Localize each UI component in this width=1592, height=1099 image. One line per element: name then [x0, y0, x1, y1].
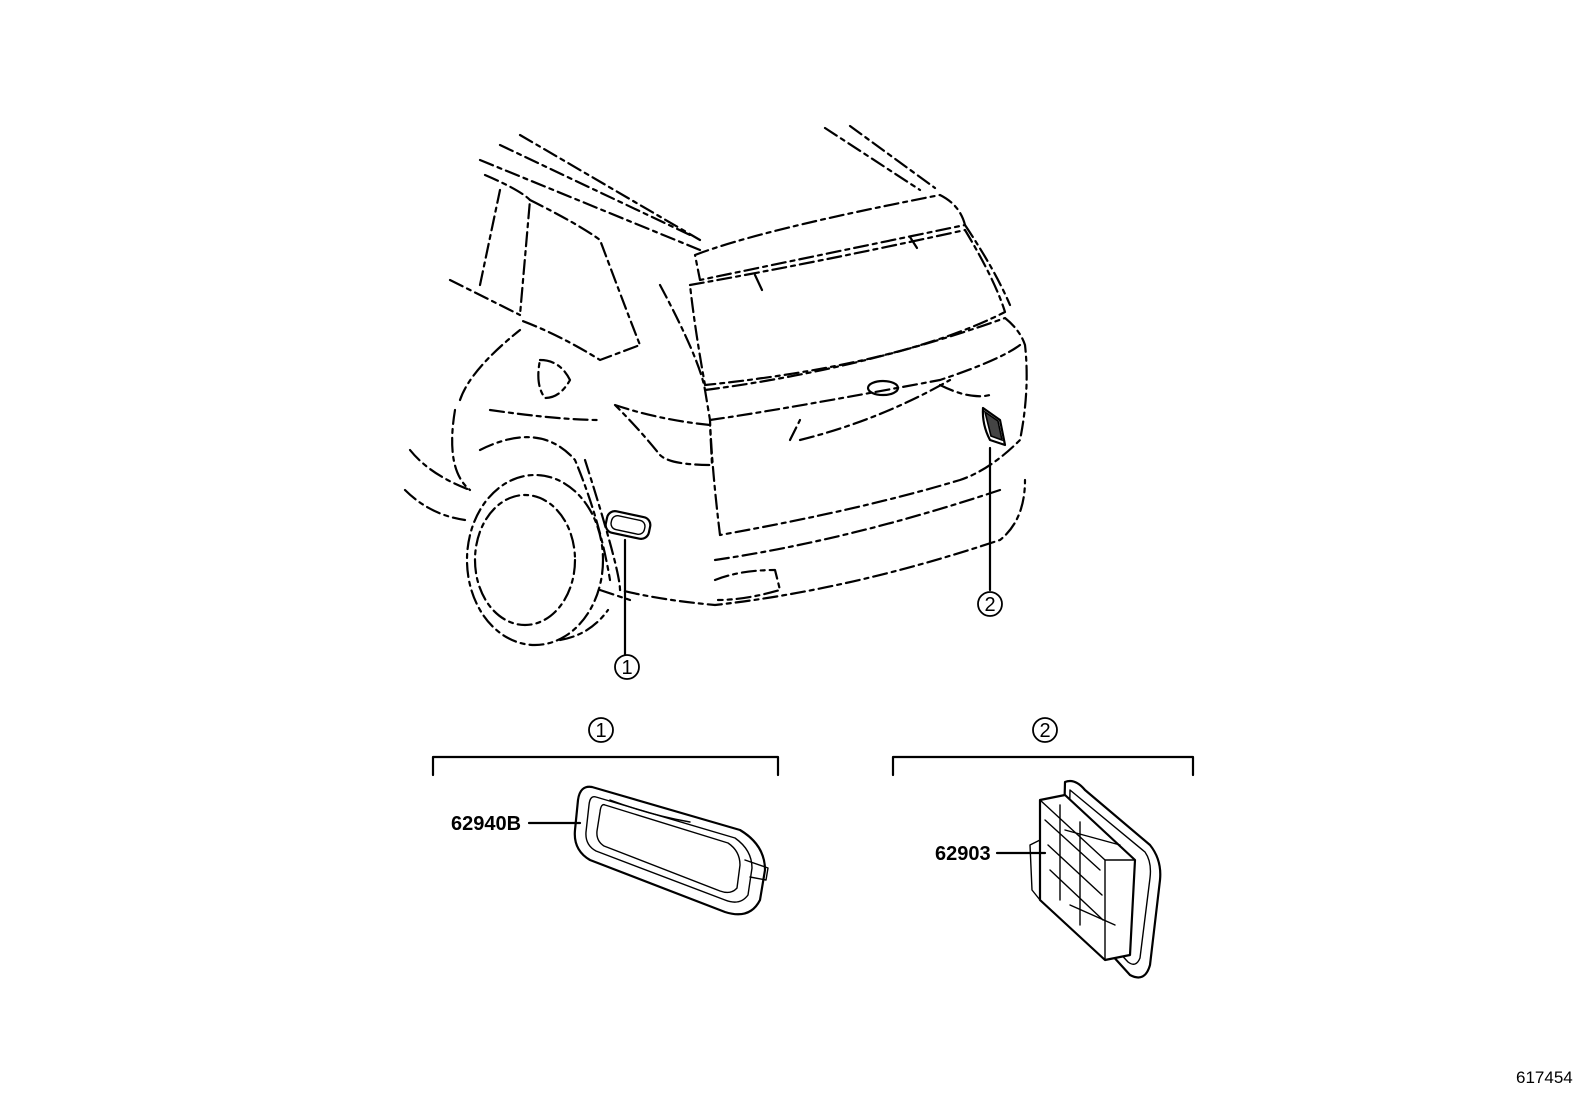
callout-1-vehicle: 1 [614, 654, 640, 680]
group-2-bracket [891, 755, 1195, 777]
callout-1-group: 1 [588, 717, 614, 743]
svg-text:1: 1 [595, 720, 606, 742]
callout-2-group: 2 [1032, 717, 1058, 743]
part-number-1: 62940B [451, 813, 521, 835]
svg-text:2: 2 [984, 594, 995, 616]
group-2: 2 62903 [891, 717, 1195, 979]
reflector-location-1 [604, 510, 652, 540]
reflector-part-drawing [573, 785, 769, 916]
group-1-bracket [431, 755, 780, 777]
figure-reference: 617454 [1516, 1068, 1573, 1087]
callout-2-vehicle: 2 [977, 591, 1003, 617]
housing-part-drawing [1029, 779, 1162, 979]
svg-text:1: 1 [621, 657, 632, 679]
part-number-2: 62903 [935, 843, 991, 865]
vehicle-outline [403, 124, 1028, 647]
part-location-2 [981, 406, 1007, 447]
group-1: 1 62940B [431, 717, 780, 916]
svg-text:2: 2 [1039, 720, 1050, 742]
